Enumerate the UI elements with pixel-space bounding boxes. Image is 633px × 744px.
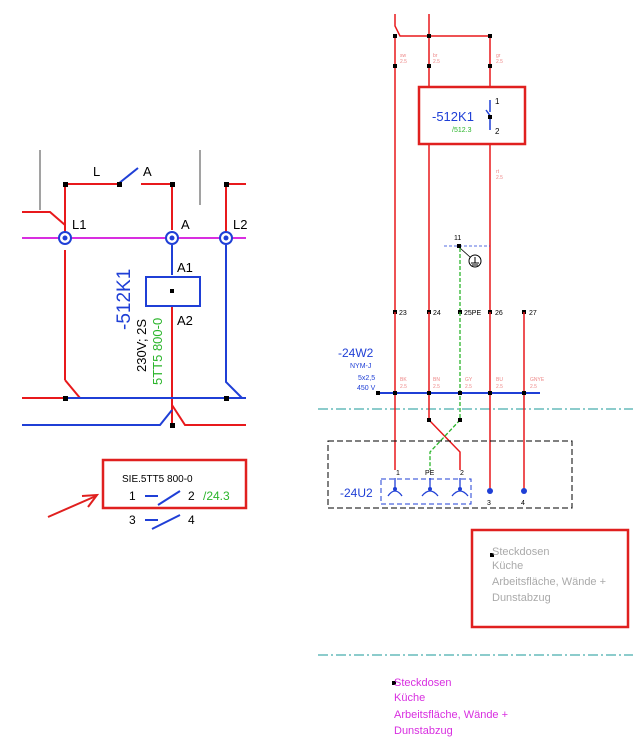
socket-pin: PE — [425, 470, 435, 477]
grey-note-line: Steckdosen — [492, 546, 549, 558]
voltage-label: 230V; 2S — [134, 319, 149, 372]
core-label: BN — [433, 377, 440, 383]
terminal-label: 27 — [529, 310, 537, 317]
label-a2: A2 — [177, 313, 193, 328]
magenta-note-line: Küche — [394, 692, 425, 704]
terminal-circle — [219, 231, 233, 245]
socket-contact-icon — [451, 490, 469, 497]
label-a1: A1 — [177, 260, 193, 275]
wire-label: rt — [496, 169, 500, 175]
grey-note-line: Küche — [492, 560, 523, 572]
k1-label: -512K1 — [432, 109, 474, 124]
part-info-box: SIE.5TT5 800-0 1 2 /24.3 3 4 — [47, 458, 248, 530]
magenta-note-line: Arbeitsfläche, Wände + — [394, 709, 508, 721]
cable-label: -24W2 — [338, 346, 374, 360]
wire-label: 2.5 — [433, 59, 440, 65]
wire-label: br — [433, 53, 438, 59]
magenta-note-line: Steckdosen — [394, 677, 451, 689]
contact-2: 2 — [188, 489, 195, 503]
wire-label: 2.5 — [496, 59, 503, 65]
k1-box — [417, 85, 527, 146]
socket-pin: 3 — [487, 500, 491, 507]
wire-label: sw — [400, 53, 407, 59]
contact-1: 1 — [129, 489, 136, 503]
device-label: -512K1 — [114, 269, 135, 330]
order-label: 5TT5 800-0 — [150, 318, 165, 385]
core-label: 2.5 — [465, 384, 472, 390]
magenta-note-line: Dunstabzug — [394, 725, 453, 737]
socket-contact-icon — [387, 490, 403, 497]
contact-3: 3 — [129, 513, 136, 527]
grey-note-line: Arbeitsfläche, Wände + — [492, 576, 606, 588]
core-label: 2.5 — [496, 384, 503, 390]
terminal-circle — [165, 231, 179, 245]
wire-label: 2.5 — [496, 175, 503, 181]
core-label: BU — [496, 377, 503, 383]
socket-label: -24U2 — [340, 486, 373, 500]
socket-pin: 1 — [396, 470, 400, 477]
core-label: 2.5 — [433, 384, 440, 390]
terminal-label: 24 — [433, 310, 441, 317]
k1-pin-2: 2 — [495, 127, 500, 136]
part-title: SIE.5TT5 800-0 — [122, 474, 193, 485]
terminal-label: 26 — [495, 310, 503, 317]
socket-contact-icon — [421, 490, 439, 497]
note-highlight-box — [470, 528, 630, 629]
socket-outer-box — [327, 440, 573, 509]
k1-pin-1: 1 — [495, 97, 500, 106]
right-circuit: sw 2.5 br 2.5 gr 2.5 1 2 -512K1 /512.3 r… — [318, 14, 633, 737]
contact-ref: /24.3 — [203, 489, 230, 503]
label-l2: L2 — [233, 217, 247, 232]
core-label: GNYE — [530, 377, 545, 383]
core-label: 2.5 — [530, 384, 537, 390]
k1-ref: /512.3 — [452, 127, 472, 134]
contact-4: 4 — [188, 513, 195, 527]
terminal-11: 11 — [454, 235, 461, 242]
cable-size: 5x2,5 — [358, 375, 375, 382]
wire-label: gr — [496, 53, 501, 59]
core-label: 2.5 — [400, 384, 407, 390]
socket-pin: 4 — [521, 500, 525, 507]
cable-voltage: 450 V — [357, 385, 376, 392]
socket-inner-box — [380, 478, 472, 505]
core-label: GY — [465, 377, 473, 383]
label-l: L — [93, 164, 100, 179]
left-circuit: L A L1 A L2 A1 A2 -512K1 230V; 2S 5TT5 8… — [22, 150, 247, 428]
wire-label: 2.5 — [400, 59, 407, 65]
core-label: BK — [400, 377, 407, 383]
terminal-circle — [58, 231, 72, 245]
label-a-right: A — [181, 217, 190, 232]
label-a-top: A — [143, 164, 152, 179]
socket-pin: 2 — [460, 470, 464, 477]
terminal-label: 23 — [399, 310, 407, 317]
label-l1: L1 — [72, 217, 86, 232]
terminal-label: 25PE — [464, 310, 481, 317]
grey-note-line: Dunstabzug — [492, 592, 551, 604]
cable-type: NYM-J — [350, 363, 371, 370]
